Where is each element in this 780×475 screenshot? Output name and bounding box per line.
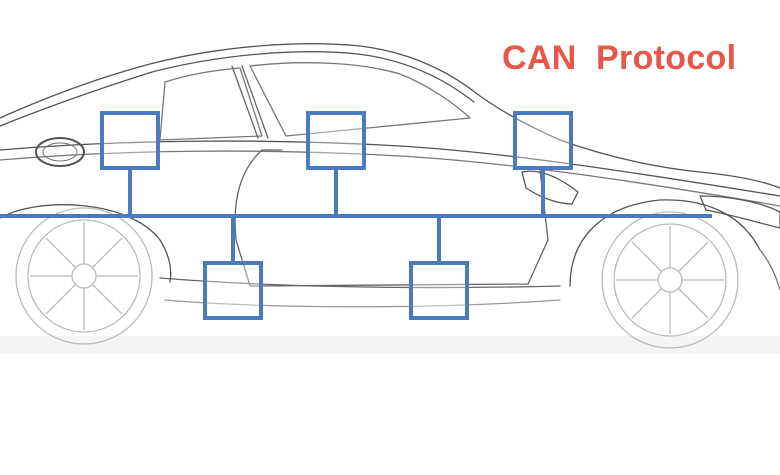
rear-window [159,67,263,141]
front-wheel [601,211,739,349]
front-window [249,62,471,137]
roof-line-inner [0,51,475,127]
rear-wheel [15,207,153,345]
headlight [699,195,780,229]
fuel-cap [35,137,85,167]
ecu-node-2 [306,111,366,170]
ecu-node-1 [100,111,160,170]
rear-wheel-arch [0,204,172,283]
car-body [0,43,780,308]
ecu-node-4 [203,261,263,320]
diagram-title: CAN Protocol [502,39,737,77]
ecu-node-3 [513,111,573,170]
side-mirror [521,170,579,205]
b-pillar [231,65,269,139]
ecu-node-5 [409,261,469,320]
roof-line [0,43,780,189]
ground-shadow [0,336,780,354]
belt-line [0,140,780,197]
front-wheel-arch [569,199,761,287]
belt-line-2 [0,150,780,207]
side-sill [159,277,561,289]
front-bumper [759,249,780,291]
door-outline [234,149,549,287]
can-bus-network [0,111,712,320]
